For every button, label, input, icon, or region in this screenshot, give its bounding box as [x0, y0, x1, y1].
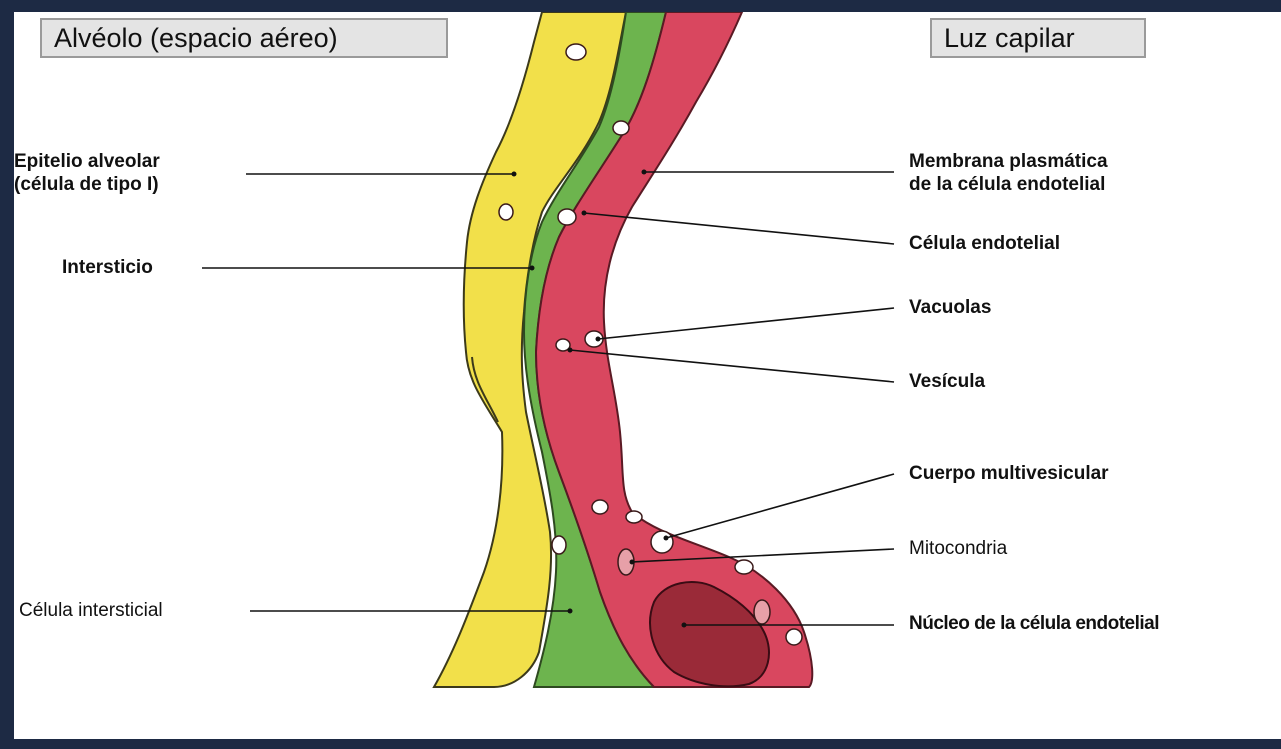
alveolar-epithelium: [432, 12, 628, 688]
tissue-illustration: [202, 12, 895, 688]
label-mitocondria: Mitocondria: [909, 538, 1008, 559]
label-membrana-plasmatica: Membrana plasmática de la célula endotel…: [909, 151, 1108, 195]
label-vesicula: Vesícula: [909, 371, 986, 392]
label-celula-intersticial: Célula intersticial: [19, 600, 163, 621]
label-celula-endotelial: Célula endotelial: [909, 233, 1060, 254]
label-nucleo-celula-endotelial: Núcleo de la célula endotelial: [909, 613, 1160, 634]
diagram-frame: Alvéolo (espacio aéreo) Luz capilar Epit…: [14, 12, 1281, 739]
header-alveolo: Alvéolo (espacio aéreo): [40, 18, 448, 58]
header-luz-capilar: Luz capilar: [930, 18, 1146, 58]
label-intersticio: Intersticio: [62, 257, 153, 278]
label-epitelio-alveolar: Epitelio alveolar (célula de tipo I): [14, 151, 160, 195]
label-vacuolas: Vacuolas: [909, 297, 992, 318]
endothelial-cell: [534, 12, 814, 688]
nucleus-shape: [649, 581, 770, 688]
label-cuerpo-multivesicular: Cuerpo multivesicular: [909, 463, 1109, 484]
